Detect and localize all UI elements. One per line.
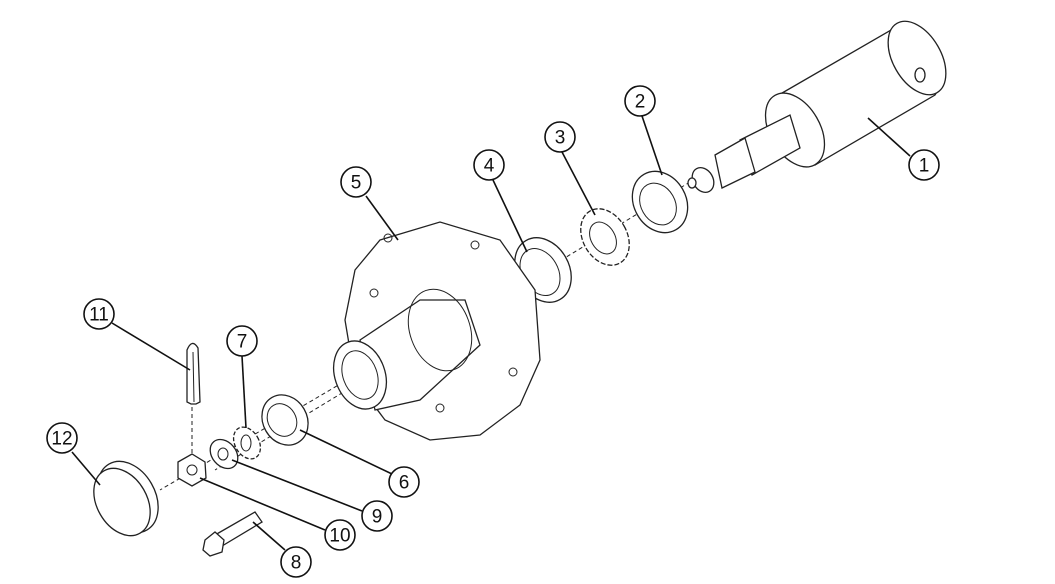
callout-label: 12	[51, 429, 72, 450]
cotter-pin-part	[186, 342, 201, 405]
spindle-part	[687, 20, 947, 193]
callout-6: 6	[388, 466, 420, 498]
bolt-part	[202, 511, 263, 557]
callout-label: 10	[329, 526, 350, 547]
callout-8: 8	[280, 546, 312, 578]
callout-label: 6	[399, 473, 410, 494]
dust-cap-part	[93, 460, 159, 537]
callout-label: 9	[372, 507, 383, 528]
callout-1: 1	[908, 149, 940, 181]
inner-bearing-part	[580, 208, 630, 266]
callout-12: 12	[46, 422, 78, 454]
callout-label: 1	[919, 156, 930, 177]
callout-3: 3	[544, 121, 576, 153]
outer-bearing-race-part	[631, 170, 689, 234]
castle-nut-part	[177, 453, 207, 487]
hub-part	[332, 221, 541, 441]
callout-2: 2	[624, 85, 656, 117]
washer-part	[209, 438, 239, 470]
callout-label: 11	[89, 305, 109, 326]
callout-label: 5	[351, 173, 362, 194]
outer-bearing-cup-part	[261, 394, 309, 446]
callout-9: 9	[361, 500, 393, 532]
outer-bearing-part	[232, 426, 262, 460]
callout-11: 11	[83, 298, 115, 330]
callout-7: 7	[226, 325, 258, 357]
callout-5: 5	[340, 166, 372, 198]
leader-lines	[71, 115, 911, 551]
callout-label: 2	[635, 92, 646, 113]
callout-label: 8	[291, 553, 302, 574]
callout-label: 3	[555, 128, 566, 149]
callout-10: 10	[324, 519, 356, 551]
callout-label: 4	[484, 156, 495, 177]
callout-label: 7	[237, 332, 248, 353]
callout-4: 4	[473, 149, 505, 181]
